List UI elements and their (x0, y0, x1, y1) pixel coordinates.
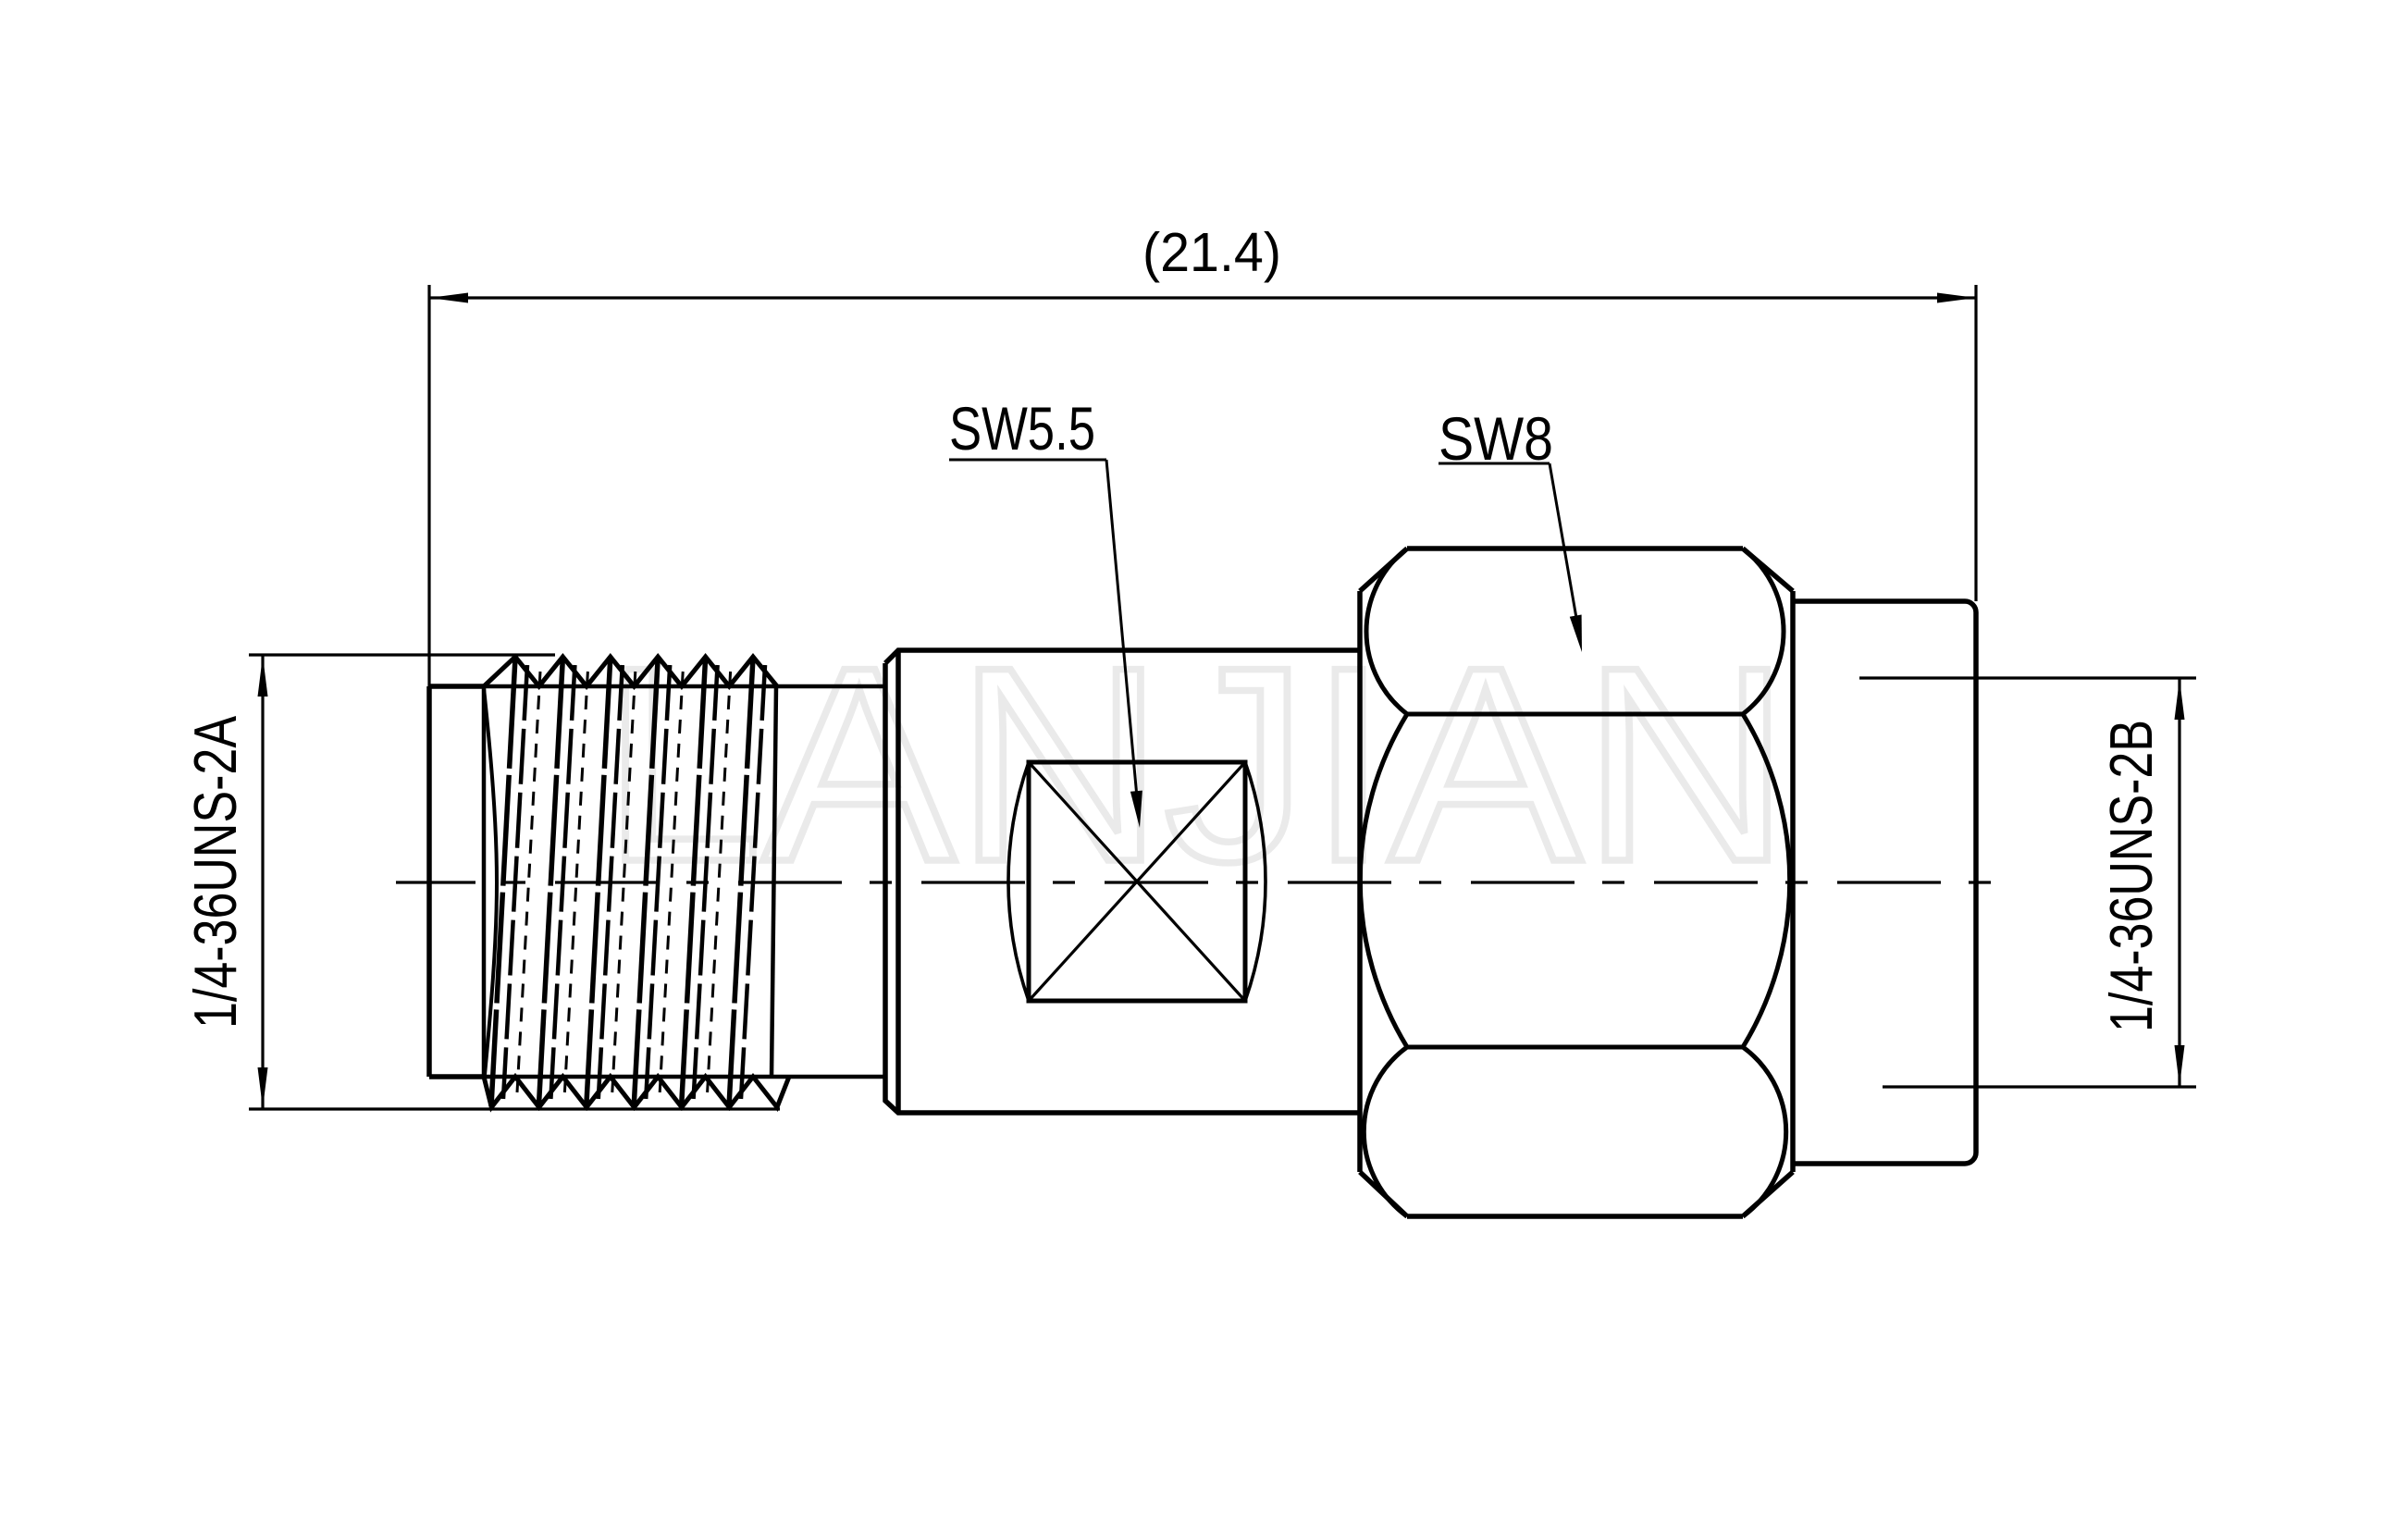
svg-text:1/4-36UNS-2B: 1/4-36UNS-2B (2097, 720, 2165, 1032)
svg-text:SW8: SW8 (1439, 404, 1553, 473)
svg-text:(21.4): (21.4) (1142, 222, 1281, 283)
svg-text:SW5.5: SW5.5 (949, 394, 1095, 462)
svg-text:1/4-36UNS-2A: 1/4-36UNS-2A (181, 715, 249, 1029)
